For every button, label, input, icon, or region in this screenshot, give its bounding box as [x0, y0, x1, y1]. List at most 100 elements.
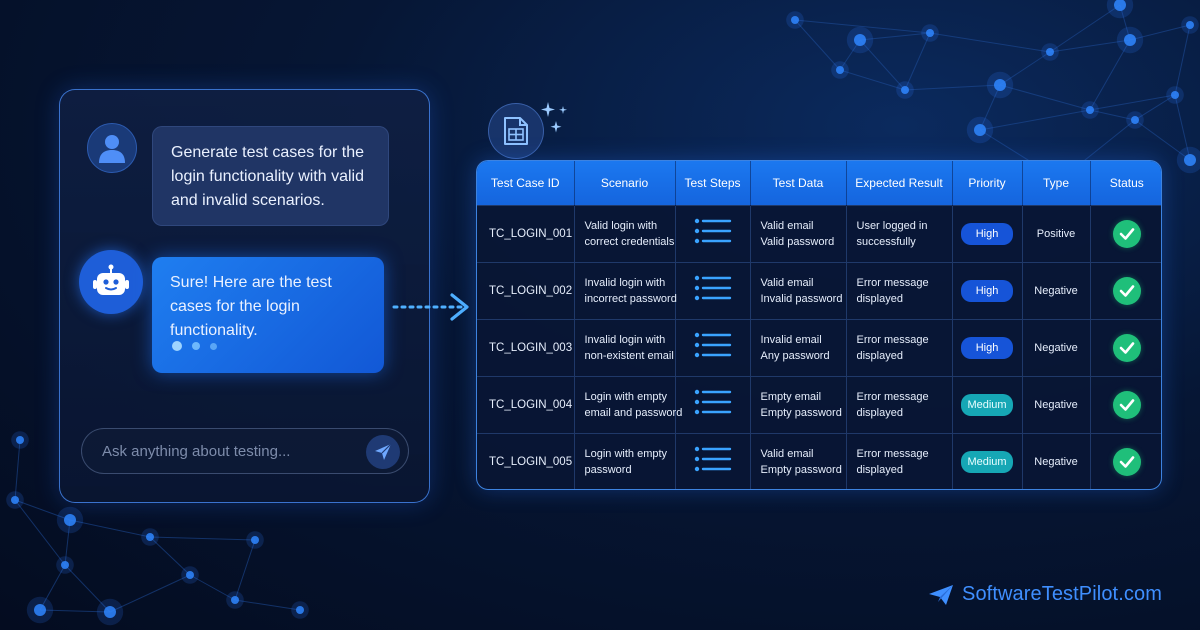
network-edge: [794, 19, 841, 71]
test-data-line: Valid email: [760, 447, 814, 460]
send-button[interactable]: [366, 435, 400, 469]
network-node: [791, 16, 799, 24]
list-icon[interactable]: [694, 275, 732, 306]
network-edge: [14, 499, 71, 521]
priority-cell: High: [952, 319, 1023, 376]
network-node: [1114, 0, 1126, 11]
network-node: [1186, 21, 1194, 29]
expected-line: Error message: [856, 390, 929, 403]
bot-avatar: [79, 250, 143, 314]
expected-line: displayed: [856, 406, 903, 419]
network-edge: [904, 84, 1001, 91]
brand-logo[interactable]: SoftwareTestPilot.com: [928, 583, 1162, 606]
list-icon[interactable]: [694, 446, 732, 477]
network-edge: [149, 536, 191, 576]
test-steps-cell: [675, 376, 751, 433]
network-edge: [904, 32, 931, 91]
column-header[interactable]: Status: [1109, 175, 1144, 190]
column-header[interactable]: Type: [1022, 161, 1091, 205]
user-message: Generate test cases for the login functi…: [152, 126, 389, 226]
network-edge: [1174, 24, 1191, 96]
type-cell: Negative: [1022, 433, 1091, 489]
scenario-line: Login with empty: [584, 447, 668, 460]
network-node: [901, 86, 909, 94]
type-cell: Negative: [1022, 376, 1091, 433]
type-cell: Negative: [1022, 262, 1091, 319]
network-node: [186, 571, 194, 579]
scenario-line: incorrect password: [584, 292, 677, 305]
check-icon: [1112, 447, 1141, 476]
test-data-line: Empty password: [760, 463, 842, 476]
network-edge: [1134, 94, 1176, 121]
scenario-line: non-existent email: [584, 349, 674, 362]
paper-plane-icon: [929, 584, 953, 605]
priority-cell: High: [952, 262, 1023, 319]
type-cell: Positive: [1022, 205, 1091, 262]
spreadsheet-badge: [488, 103, 544, 159]
network-edge: [999, 51, 1051, 86]
expected-line: User logged in: [856, 219, 928, 232]
network-node: [104, 606, 116, 618]
column-header[interactable]: Scenario: [574, 161, 676, 205]
column-header[interactable]: Priority: [952, 161, 1023, 205]
column-header[interactable]: Test Steps: [675, 161, 751, 205]
network-edge: [1089, 39, 1131, 111]
chat-input[interactable]: [102, 442, 352, 460]
network-node: [1171, 91, 1179, 99]
test-data-line: Invalid email: [760, 333, 822, 346]
network-edge: [189, 574, 236, 601]
network-edge: [999, 84, 1091, 111]
priority-badge: High: [961, 336, 1013, 359]
scenario-line: correct credentials: [584, 235, 675, 248]
network-node: [16, 436, 24, 444]
column-header[interactable]: Expected Result: [846, 161, 953, 205]
check-icon: [1112, 219, 1141, 248]
network-edge: [794, 19, 931, 34]
expected-line: Error message: [856, 333, 929, 346]
column-header[interactable]: Test Data: [750, 161, 847, 205]
network-edge: [109, 574, 191, 613]
network-edge: [1089, 94, 1176, 111]
spreadsheet-icon: [504, 117, 528, 145]
scenario-line: email and password: [584, 406, 683, 419]
test-data-line: Invalid password: [760, 292, 843, 305]
network-edge: [929, 32, 1051, 53]
status-cell: [1090, 205, 1161, 262]
test-case-table: Test Case ID Scenario Test Steps Test Da…: [476, 160, 1162, 490]
list-icon[interactable]: [694, 218, 732, 249]
network-node: [1124, 34, 1136, 46]
network-node: [34, 604, 46, 616]
check-icon: [1112, 390, 1141, 419]
network-node: [926, 29, 934, 37]
bot-message: Sure! Here are the test cases for the lo…: [152, 257, 384, 373]
column-header[interactable]: Test Case ID: [477, 161, 575, 205]
test-steps-cell: [675, 205, 751, 262]
test-data-line: Valid email: [760, 276, 814, 289]
network-edge: [1129, 24, 1191, 41]
test-steps-cell: [675, 319, 751, 376]
list-icon[interactable]: [694, 332, 732, 363]
check-icon: [1112, 333, 1141, 362]
network-node: [974, 124, 986, 136]
list-icon[interactable]: [694, 389, 732, 420]
network-edge: [1119, 4, 1131, 41]
test-data-line: Valid email: [760, 219, 814, 232]
priority-cell: Medium: [952, 433, 1023, 489]
type-cell: Negative: [1022, 319, 1091, 376]
network-edge: [234, 539, 256, 601]
status-cell: [1090, 376, 1161, 433]
expected-line: successfully: [856, 235, 916, 248]
test-data-line: Empty password: [760, 406, 842, 419]
